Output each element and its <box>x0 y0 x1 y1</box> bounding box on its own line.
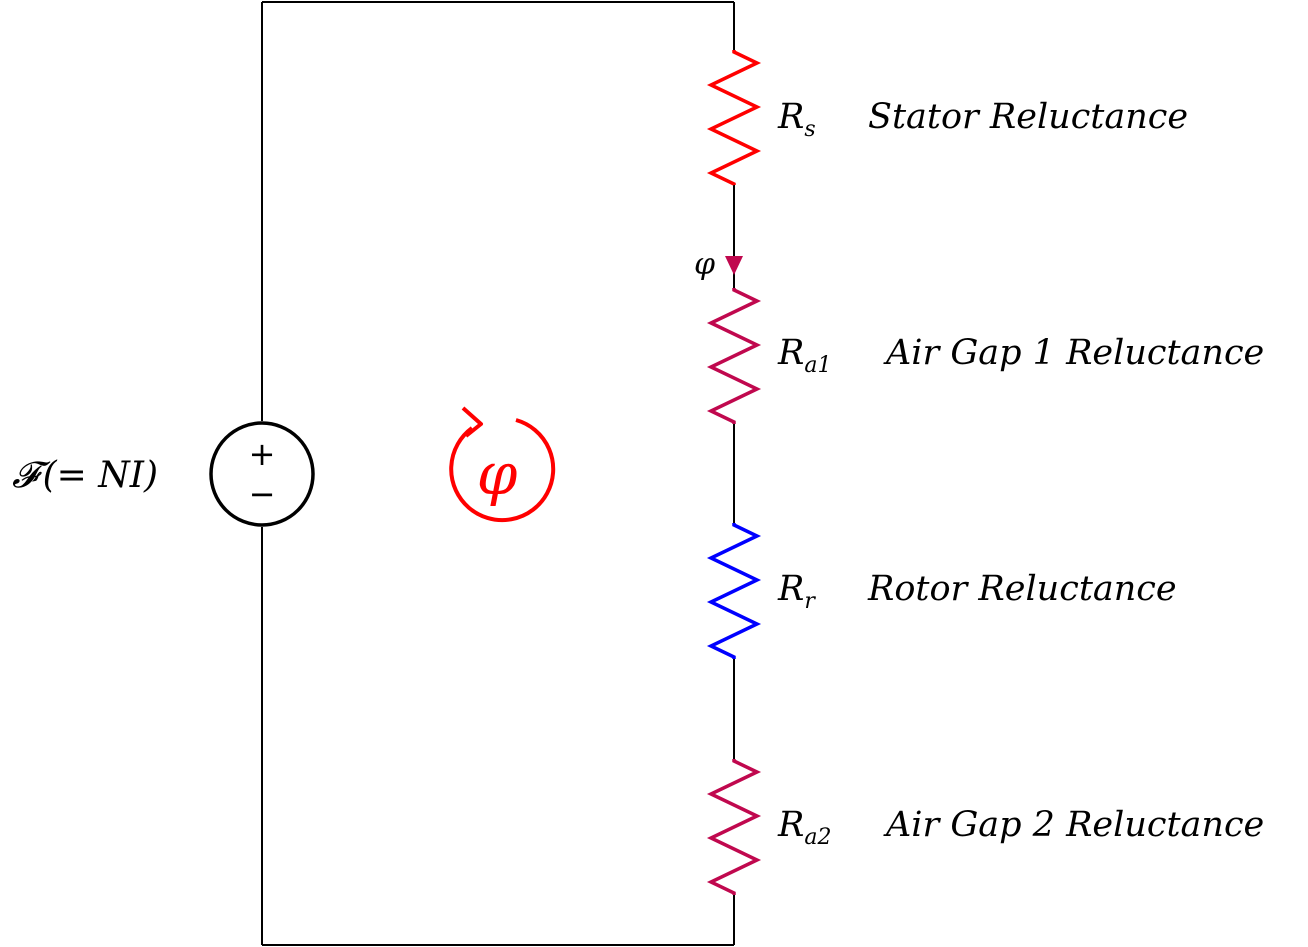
rs-subscript: s <box>804 117 815 142</box>
loop-flux-arrowhead <box>461 406 483 438</box>
mmf-source: + − <box>209 421 315 527</box>
ra1-symbol-label: Ra1 <box>777 333 831 378</box>
loop-flux-label: φ <box>477 440 518 508</box>
rs-symbol-label: Rs <box>777 97 816 142</box>
loop-flux-circle-arrow <box>449 418 556 523</box>
ra2-subscript: a2 <box>804 825 831 850</box>
ra2-description: Air Gap 2 Reluctance <box>883 805 1264 845</box>
resistor-labels: Rs Stator Reluctance Ra1 Air Gap 1 Reluc… <box>777 97 1264 850</box>
ra2-symbol: R <box>777 805 804 845</box>
rotor-resistor-zigzag <box>706 523 762 659</box>
loop-flux-indicator: φ <box>449 406 556 523</box>
flux-arrowhead <box>725 256 743 275</box>
source-plus-sign: + <box>249 435 276 473</box>
ra1-description: Air Gap 1 Reluctance <box>883 333 1264 373</box>
source-minus-sign: − <box>249 475 276 513</box>
branch-flux-label: φ <box>694 247 715 282</box>
ra2-symbol-label: Ra2 <box>777 805 831 850</box>
ra1-subscript: a1 <box>804 353 831 378</box>
branch-flux-arrow: φ <box>694 247 743 282</box>
ra1-symbol: R <box>777 333 804 373</box>
rs-description: Stator Reluctance <box>868 97 1188 137</box>
circuit-wires <box>261 1 735 946</box>
rs-symbol: R <box>777 97 804 137</box>
mmf-source-label: 𝓕(= NI) <box>12 455 158 496</box>
mmf-source-circle <box>209 421 315 527</box>
rr-symbol: R <box>777 569 804 609</box>
resistor-rr <box>706 523 762 659</box>
mmf-expression: (= NI) <box>43 455 158 496</box>
resistor-rs <box>706 50 762 186</box>
air-gap-2-resistor-zigzag <box>706 759 762 895</box>
stator-resistor-zigzag <box>706 50 762 186</box>
air-gap-1-resistor-zigzag <box>706 288 762 424</box>
rr-subscript: r <box>804 589 816 614</box>
rr-description: Rotor Reluctance <box>867 569 1177 609</box>
resistor-ra2 <box>706 759 762 895</box>
rr-symbol-label: Rr <box>777 569 816 614</box>
resistor-ra1 <box>706 288 762 424</box>
